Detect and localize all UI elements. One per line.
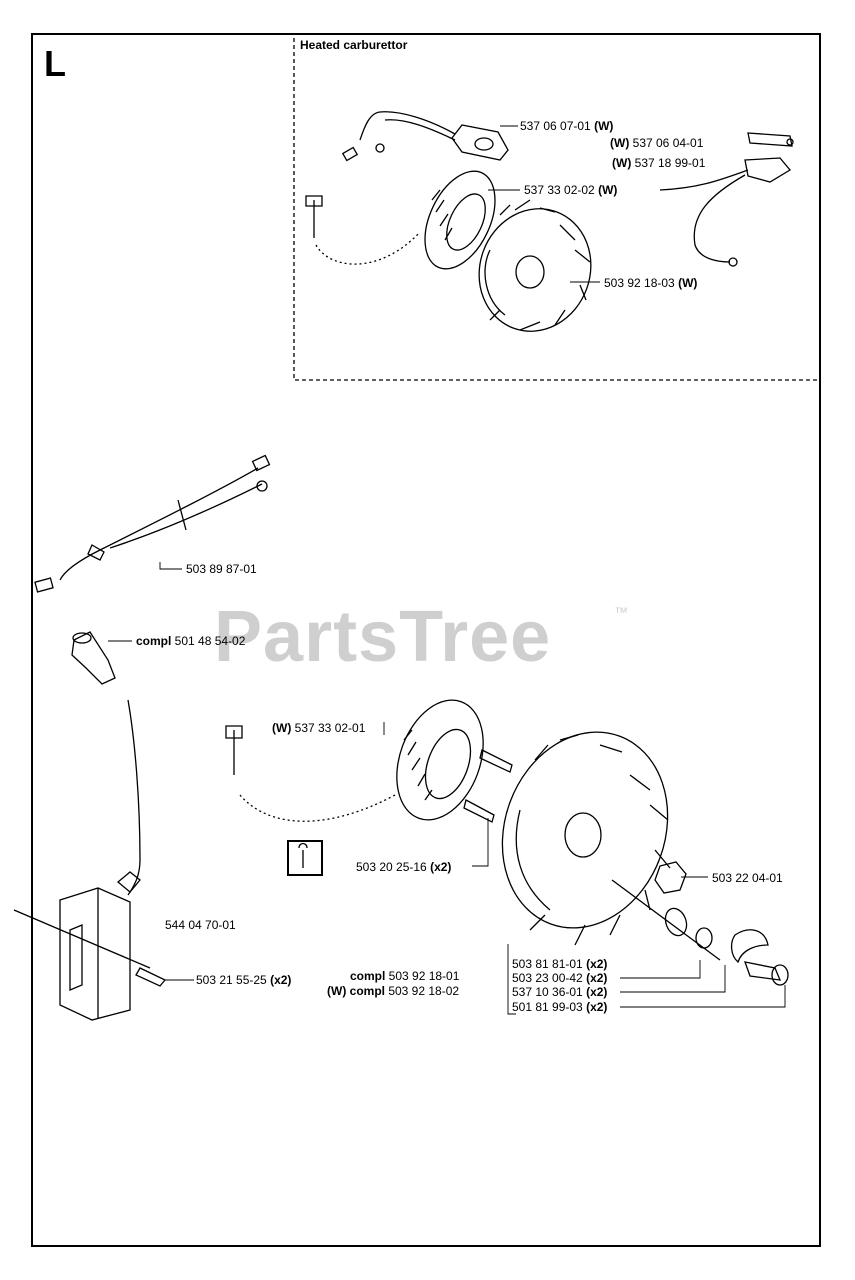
part-label-503-92-18-03[interactable]: 503 92 18-03 (W) <box>604 276 697 290</box>
part-number: 503 20 25-16 <box>356 860 427 874</box>
part-qualifier: (x2) <box>582 971 608 985</box>
part-label-503-92-18-02[interactable]: (W) compl 503 92 18-02 <box>327 984 459 998</box>
part-label-537-18-99-01[interactable]: (W) 537 18 99-01 <box>612 156 705 170</box>
wrench-icon <box>298 842 308 868</box>
flywheel-main-drawing <box>501 731 671 946</box>
watermark-tm: ™ <box>614 604 628 620</box>
diagram-frame <box>31 33 821 1247</box>
part-label-503-22-04-01[interactable]: 503 22 04-01 <box>712 871 783 885</box>
part-label-503-81-81-01[interactable]: 503 81 81-01 (x2) <box>512 957 607 971</box>
watermark: PartsTree <box>214 597 552 677</box>
part-label-537-06-07-01[interactable]: 537 06 07-01 (W) <box>520 119 613 133</box>
part-label-503-23-00-42[interactable]: 503 23 00-42 (x2) <box>512 971 607 985</box>
part-number: 503 21 55-25 <box>196 973 267 987</box>
part-number: 537 33 02-01 <box>294 721 366 735</box>
part-number: 503 22 04-01 <box>712 871 783 885</box>
part-qualifier: (x2) <box>426 860 452 874</box>
part-number: 503 92 18-03 <box>604 276 675 290</box>
part-label-503-89-87-01[interactable]: 503 89 87-01 <box>186 562 257 576</box>
thermostat-switch-drawing <box>659 132 794 267</box>
flywheel-top-drawing <box>478 199 592 332</box>
part-number: 503 23 00-42 <box>512 971 583 985</box>
part-number: 537 33 02-02 <box>524 183 595 197</box>
part-qualifier: (x2) <box>582 985 608 999</box>
part-number: 544 04 70-01 <box>165 918 236 932</box>
part-number: 503 89 87-01 <box>186 562 257 576</box>
part-number: 503 92 18-01 <box>388 969 460 983</box>
part-number: 503 81 81-01 <box>512 957 583 971</box>
spark-plug-cap-drawing <box>71 631 141 896</box>
heater-coil-ring-middle-drawing <box>225 699 484 822</box>
heated-section-border <box>293 38 820 381</box>
part-number: 501 81 99-03 <box>512 1000 583 1014</box>
part-qualifier: (W) <box>610 136 633 150</box>
starter-pawl-parts-drawing <box>611 861 789 986</box>
part-label-503-92-18-01[interactable]: compl 503 92 18-01 <box>350 969 459 983</box>
part-qualifier: (x2) <box>582 1000 608 1014</box>
part-qualifier: (W) <box>612 156 635 170</box>
part-label-501-48-54-02[interactable]: compl 501 48 54-02 <box>136 634 245 648</box>
part-label-503-21-55-25[interactable]: 503 21 55-25 (x2) <box>196 973 291 987</box>
part-number: 537 10 36-01 <box>512 985 583 999</box>
heater-element-drawing <box>341 111 509 162</box>
part-qualifier: (W) <box>272 721 295 735</box>
part-qualifier: (W) compl <box>327 984 389 998</box>
part-qualifier: compl <box>350 969 389 983</box>
part-number: 537 18 99-01 <box>634 156 706 170</box>
heater-coil-ring-drawing <box>305 170 496 270</box>
tool-symbol-box <box>287 840 323 876</box>
part-label-544-04-70-01[interactable]: 544 04 70-01 <box>165 918 236 932</box>
part-qualifier: compl <box>136 634 175 648</box>
part-label-537-33-02-01[interactable]: (W) 537 33 02-01 <box>272 721 365 735</box>
part-qualifier: (x2) <box>266 973 292 987</box>
wire-harness-drawing <box>34 454 271 593</box>
part-label-537-10-36-01[interactable]: 537 10 36-01 (x2) <box>512 985 607 999</box>
part-qualifier: (x2) <box>582 957 608 971</box>
section-letter: L <box>44 43 66 84</box>
part-number: 537 06 07-01 <box>520 119 591 133</box>
part-label-501-81-99-03[interactable]: 501 81 99-03 (x2) <box>512 1000 607 1014</box>
part-qualifier: (W) <box>594 183 618 197</box>
part-number: 503 92 18-02 <box>388 984 460 998</box>
part-qualifier: (W) <box>674 276 698 290</box>
part-number: 501 48 54-02 <box>174 634 246 648</box>
part-label-503-20-25-16[interactable]: 503 20 25-16 (x2) <box>356 860 451 874</box>
part-label-537-33-02-02[interactable]: 537 33 02-02 (W) <box>524 183 617 197</box>
part-qualifier: (W) <box>590 119 614 133</box>
flywheel-screws-drawing <box>463 749 513 823</box>
heated-carburettor-title: Heated carburettor <box>300 38 408 52</box>
ignition-module-drawing <box>13 871 167 1021</box>
part-number: 537 06 04-01 <box>632 136 704 150</box>
part-label-537-06-04-01[interactable]: (W) 537 06 04-01 <box>610 136 703 150</box>
